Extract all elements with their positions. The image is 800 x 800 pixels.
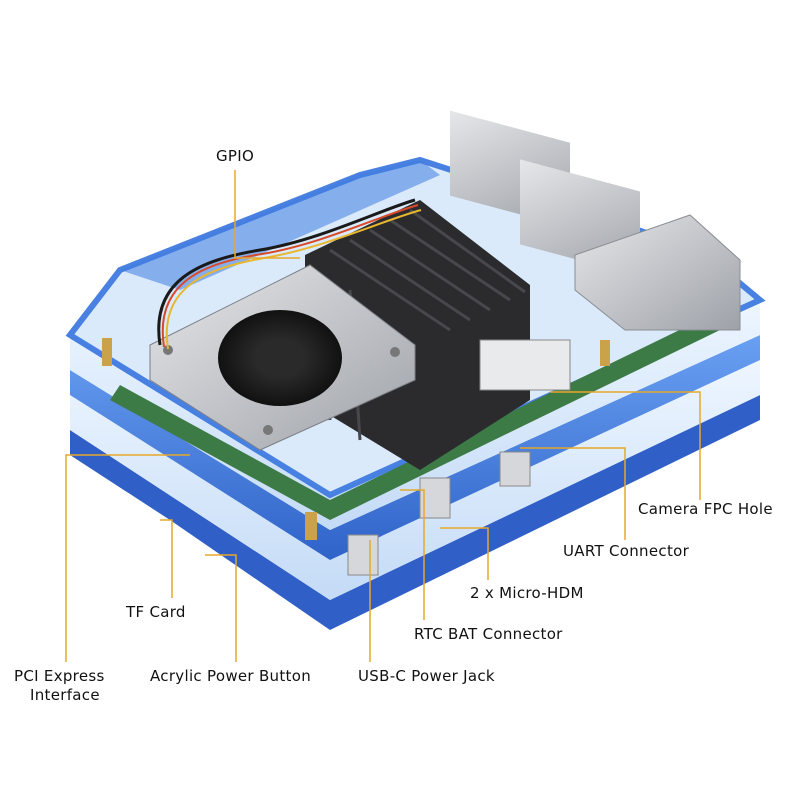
- label-uart-connector: UART Connector: [563, 542, 690, 560]
- label-rtc-bat-connector: RTC BAT Connector: [414, 625, 563, 643]
- label-tf-card: TF Card: [126, 603, 186, 621]
- brass-standoffs: [102, 338, 610, 540]
- leader-tf-card: [160, 519, 173, 598]
- side-connectors: [347, 339, 571, 576]
- acrylic-base-layers: [70, 300, 760, 630]
- leader-camera-fpc: [550, 391, 701, 500]
- leader-lines: [65, 170, 701, 662]
- label-pci-express-line2: Interface: [30, 686, 100, 704]
- label-pci-express: PCI Express: [14, 667, 105, 685]
- fan-cable: [157, 198, 416, 346]
- leader-gpio: [234, 170, 300, 259]
- leader-pci-express: [65, 454, 190, 662]
- label-acrylic-power-button: Acrylic Power Button: [150, 667, 312, 685]
- leader-uart: [520, 447, 626, 540]
- leader-power-button: [205, 554, 237, 662]
- label-micro-hdmi: 2 x Micro-HDM: [470, 584, 584, 602]
- label-camera-fpc-hole: Camera FPC Hole: [638, 500, 773, 518]
- leader-micro-hdmi: [440, 527, 489, 580]
- cooling-fan: [149, 264, 416, 451]
- ethernet-port: [574, 214, 741, 331]
- leader-rtc-bat: [400, 489, 425, 620]
- pcb-board: [110, 320, 720, 520]
- label-gpio: GPIO: [216, 147, 255, 165]
- label-usb-c-power-jack: USB-C Power Jack: [358, 667, 495, 685]
